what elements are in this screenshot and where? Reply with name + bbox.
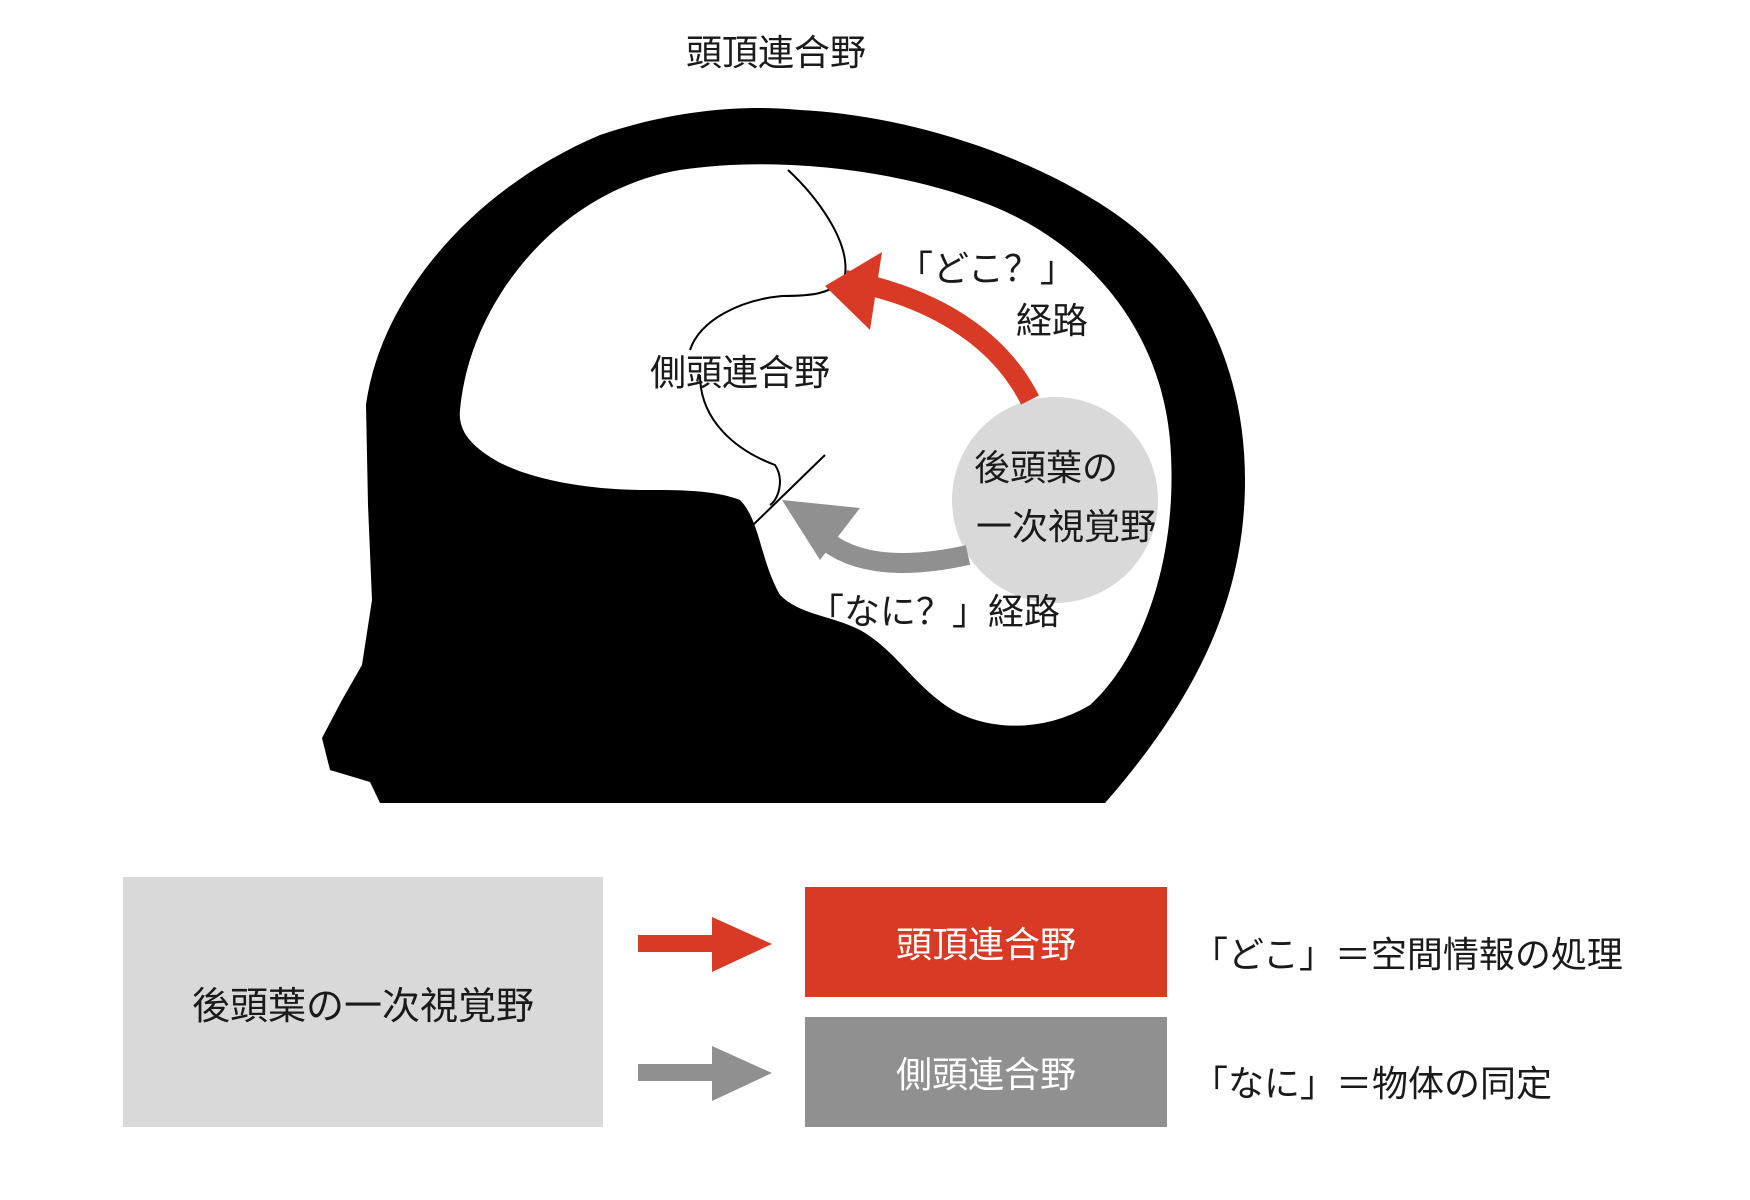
temporal-area-label: 側頭連合野 (650, 353, 831, 394)
legend-where-arrow-head (712, 917, 772, 972)
visual-cortex-circle (952, 397, 1158, 603)
legend-where-arrow-shaft (638, 935, 718, 952)
temporal-tick-line (752, 454, 826, 526)
legend-what-arrow-shaft (638, 1064, 718, 1081)
visual-cortex-label: 後頭葉の (974, 448, 1119, 489)
legend-what-description: 「なに」＝物体の同定 (1192, 1064, 1553, 1105)
legend-source-box: 後頭葉の一次視覚野 (123, 877, 603, 1127)
where-arrow-shaft (843, 270, 1039, 405)
legend-temporal-box: 側頭連合野 (805, 1017, 1167, 1127)
legend-where-description: 「どこ」＝空間情報の処理 (1192, 935, 1623, 976)
visual-cortex-label-2: 一次視覚野 (976, 507, 1157, 548)
where-pathway-label-2: 経路 (1016, 301, 1089, 342)
legend-parietal-box: 頭頂連合野 (805, 887, 1167, 997)
temporal-boundary-line (699, 374, 781, 506)
legend-what-arrow-head (712, 1046, 772, 1101)
where-pathway-label: 「どこ？」 (897, 249, 1076, 290)
parietal-area-label: 頭頂連合野 (686, 33, 867, 74)
what-arrow-head (782, 500, 860, 560)
what-pathway-label: 「なに？」経路 (808, 592, 1061, 633)
where-arrow-head (825, 252, 882, 330)
brain-area (459, 164, 1172, 726)
parietal-boundary-line (689, 169, 847, 351)
